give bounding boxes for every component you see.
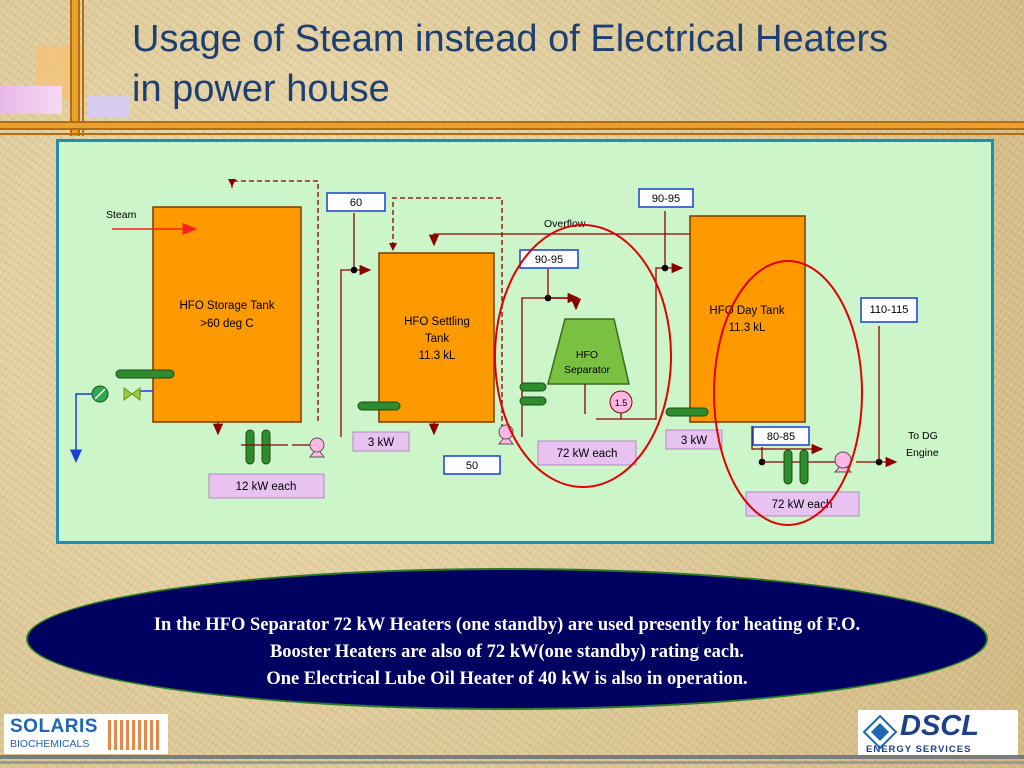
drain-line-blue [70,393,100,463]
note-ellipse [26,568,988,710]
solaris-logo-word2: BIOCHEMICALS [10,738,90,750]
separator-heater-icon-2 [519,396,547,406]
temp-box-separator: 90-95 [519,249,579,269]
settling-heater-coil-icon [357,401,401,411]
daytank-heater-coil-icon [665,407,709,417]
rating-box-storage: 12 kW each [208,473,325,499]
settling-return-arrowhead [389,243,397,251]
title-underline-bar-2 [0,133,1024,135]
overflow-label: Overflow [544,218,586,230]
drain-valve-butterfly-icon [123,387,141,401]
temp-settling-value: 50 [466,460,478,472]
hfo-storage-tank [152,206,302,423]
temp-box-engine: 110-115 [860,297,918,323]
day-tank-label-2: 11.3 kL [729,322,766,334]
temp-engine-value: 110-115 [870,304,909,316]
dscl-logo: DSCL ENERGY SERVICES [858,710,1018,756]
rating-storage-text: 12 kW each [236,481,297,493]
dscl-logo-mark-icon [862,714,898,750]
storage-heater-coil-icon [115,369,175,379]
rating-booster-text: 72 kW each [772,499,833,511]
daytank-temp-node [661,264,669,272]
solaris-logo-pattern [108,720,162,750]
storage-temp-tap-node [350,266,358,274]
solaris-logo-word1: SOLARIS [10,716,98,737]
slide-title: Usage of Steam instead of Electrical Hea… [132,14,1012,114]
rating-box-daytank: 3 kW [665,429,723,450]
note-line-3: One Electrical Lube Oil Heater of 40 kW … [266,669,748,689]
storage-drain-line [139,390,153,395]
rating-box-separator: 72 kW each [537,440,637,466]
title-underline-bar [0,121,1024,130]
storage-tank-label-1: HFO Storage Tank [179,300,274,312]
day-tank-label-1: HFO Day Tank [709,305,784,317]
rating-separator-text: 72 kW each [557,448,618,460]
separator-label-2: Separator [564,364,611,376]
storage-line-heater-icon-1 [245,429,255,465]
daytank-outlet-pipe [751,426,824,455]
settling-tank-label-2: Tank [425,333,450,345]
settling-pump-icon [497,424,515,445]
temp-storage-value: 60 [350,197,362,209]
booster-highlight-ellipse [713,260,863,526]
rating-box-settling: 3 kW [352,431,410,452]
settling-tank-label-1: HFO Settling [404,316,470,328]
overflow-pipe [428,233,690,247]
temp-box-booster: 80-85 [752,426,810,446]
solaris-logo: SOLARIS BIOCHEMICALS [4,714,168,754]
dscl-logo-word2: ENERGY SERVICES [866,744,972,755]
storage-return-arrowhead [228,179,236,187]
bottom-bar-2 [0,761,1024,764]
dscl-logo-word1: DSCL [900,710,979,742]
rating-settling-text: 3 kW [368,437,394,449]
temp-box-settling: 50 [443,455,501,475]
pressure-gauge-value: 1.5 [615,398,628,408]
fuel-oil-heating-diagram: HFO Storage Tank >60 deg C HFO Settling … [70,179,939,526]
temp-daytank-value: 90-95 [652,193,680,205]
storage-line-heater-icon-2 [261,429,271,465]
temp-booster-value: 80-85 [767,431,795,443]
storage-pump-icon [308,437,326,458]
note-text: In the HFO Separator 72 kW Heaters (one … [40,612,974,693]
booster-heater-icon-2 [799,449,809,485]
steam-label: Steam [106,209,137,221]
note-line-1: In the HFO Separator 72 kW Heaters (one … [153,615,861,635]
corner-decoration-vertical-bar-2 [82,0,84,136]
hfo-settling-tank [378,252,495,423]
storage-to-settling-pipe [340,264,372,437]
note-line-2: Booster Heaters are also of 72 kW(one st… [269,642,745,662]
settling-tank-label-3: 11.3 kL [419,350,456,362]
storage-tank-label-2: >60 deg C [200,318,253,330]
slide-title-line1: Usage of Steam instead of Electrical Hea… [132,18,889,60]
booster-heater-icon-1 [783,449,793,485]
drain-valve-slash [94,388,106,400]
hfo-day-tank [689,215,806,423]
slide-title-line2: in power house [132,68,390,110]
rating-daytank-text: 3 kW [681,435,707,447]
outlet-label-1: To DG [908,430,938,442]
separator-to-daytank-pipe [596,262,684,420]
bottom-bar [0,755,1024,759]
separator-highlight-ellipse [494,224,672,488]
outlet-label-2: Engine [906,447,939,459]
settling-return-dashed-line [392,197,503,437]
separator-heater-icon-1 [519,382,547,392]
corner-decoration-vertical-bar [70,0,80,136]
temp-separator-value: 90-95 [535,254,563,266]
rating-box-booster: 72 kW each [745,491,860,517]
corner-decoration-square-lilac [88,96,130,118]
hfo-separator [547,318,630,385]
temp-box-storage: 60 [326,192,386,212]
temp-box-daytank: 90-95 [638,188,694,208]
separator-label-1: HFO [576,349,598,361]
corner-decoration-square-pink [0,86,62,114]
